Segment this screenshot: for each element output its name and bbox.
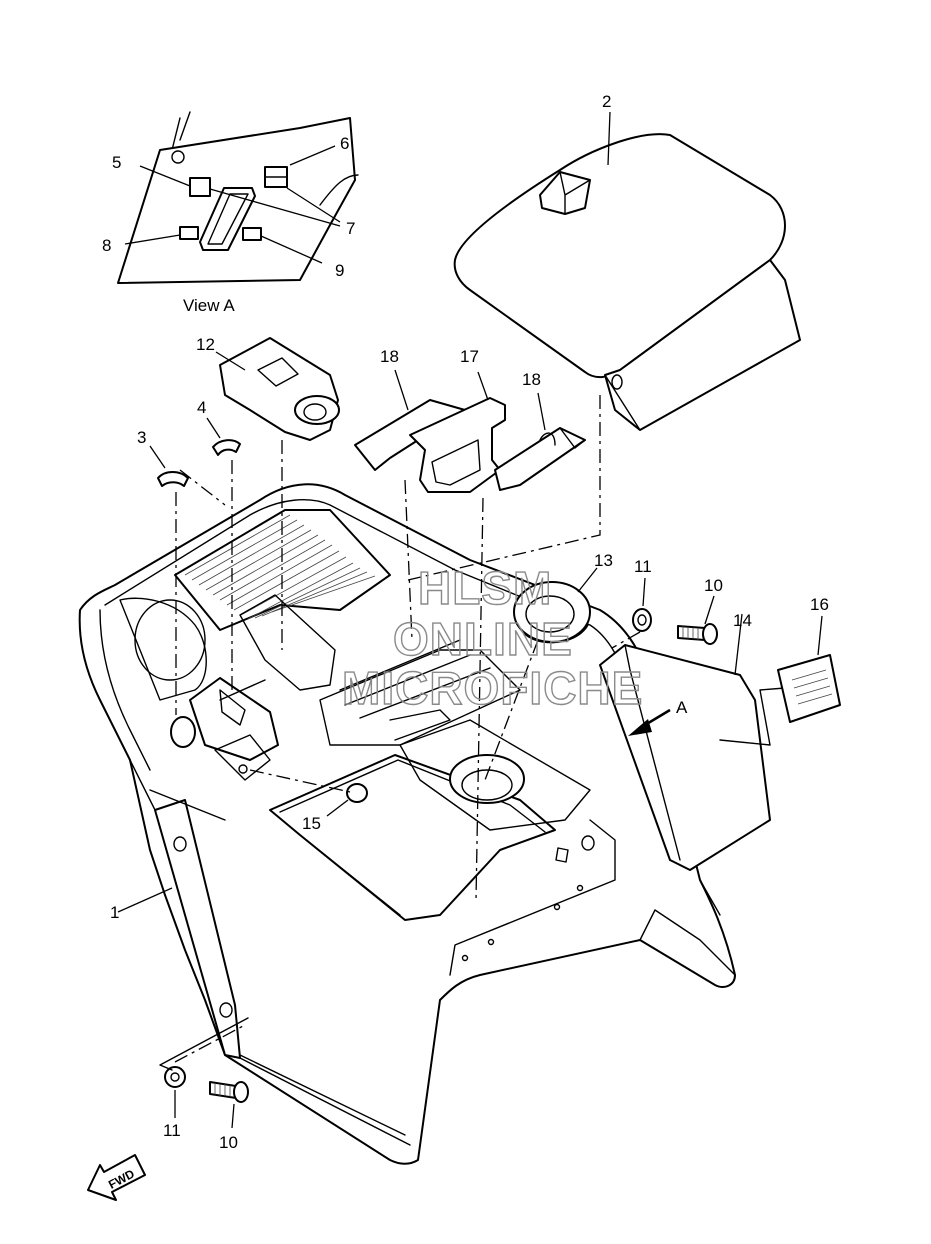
part-13-grommet: 13: [513, 551, 613, 644]
callout-15: 15: [302, 814, 321, 833]
view-a-arrow: A: [628, 698, 688, 736]
part-15-cap: 15: [302, 783, 368, 833]
callout-3: 3: [137, 428, 146, 447]
part-17-bracket: 17: [409, 347, 506, 493]
lamp-9: [242, 227, 262, 241]
watermark: HLSM ONLINE MICROFICHE: [341, 561, 643, 714]
callout-2: 2: [602, 92, 611, 111]
callout-1: 1: [110, 903, 119, 922]
callout-11b: 11: [163, 1121, 181, 1140]
part-3-decal: 3: [137, 428, 189, 487]
part-14-side-panel: 14: [599, 611, 786, 871]
callout-10a: 10: [704, 576, 723, 595]
view-a-label: View A: [183, 296, 235, 315]
callout-11a: 11: [634, 557, 652, 576]
part-1-console: 1: [78, 483, 736, 1165]
part-2-lid: 2: [453, 92, 801, 431]
callout-17: 17: [460, 347, 479, 366]
lamp-8: [179, 226, 199, 240]
callout-9: 9: [335, 261, 344, 280]
callout-8: 8: [102, 236, 111, 255]
callout-12: 12: [196, 335, 215, 354]
callout-10b: 10: [219, 1133, 238, 1152]
callout-6: 6: [340, 134, 349, 153]
watermark-line-1: HLSM: [418, 562, 552, 614]
slot-outline: [199, 187, 256, 251]
part-18-pad-right: 18: [494, 370, 586, 491]
part-16-label: 16: [777, 595, 841, 723]
callout-18b: 18: [522, 370, 541, 389]
button-5: [189, 177, 211, 197]
watermark-line-2: ONLINE: [393, 613, 573, 665]
part-4-decal: 4: [197, 398, 241, 456]
callout-16: 16: [810, 595, 829, 614]
fwd-arrow-icon: FWD: [87, 1154, 146, 1201]
callout-13: 13: [594, 551, 613, 570]
assembly-lines: [159, 395, 641, 1071]
part-11-grommet-right: 11: [632, 557, 652, 632]
part-12-cup-holder: 12: [196, 335, 340, 441]
callout-7: 7: [346, 219, 355, 238]
callout-5: 5: [112, 153, 121, 172]
view-arrow-label: A: [676, 698, 688, 717]
view-a-inset: 5 6 7 8 9 View A: [102, 111, 359, 315]
tray-grooves: [184, 514, 376, 620]
callout-14: 14: [733, 611, 752, 630]
part-10-screw-left: 10: [209, 1081, 249, 1152]
callout-18a: 18: [380, 347, 399, 366]
part-11-grommet-left: 11: [163, 1066, 186, 1140]
part-10-screw-right: 10: [677, 576, 723, 645]
watermark-line-3: MICROFICHE: [342, 662, 643, 714]
callout-4: 4: [197, 398, 206, 417]
